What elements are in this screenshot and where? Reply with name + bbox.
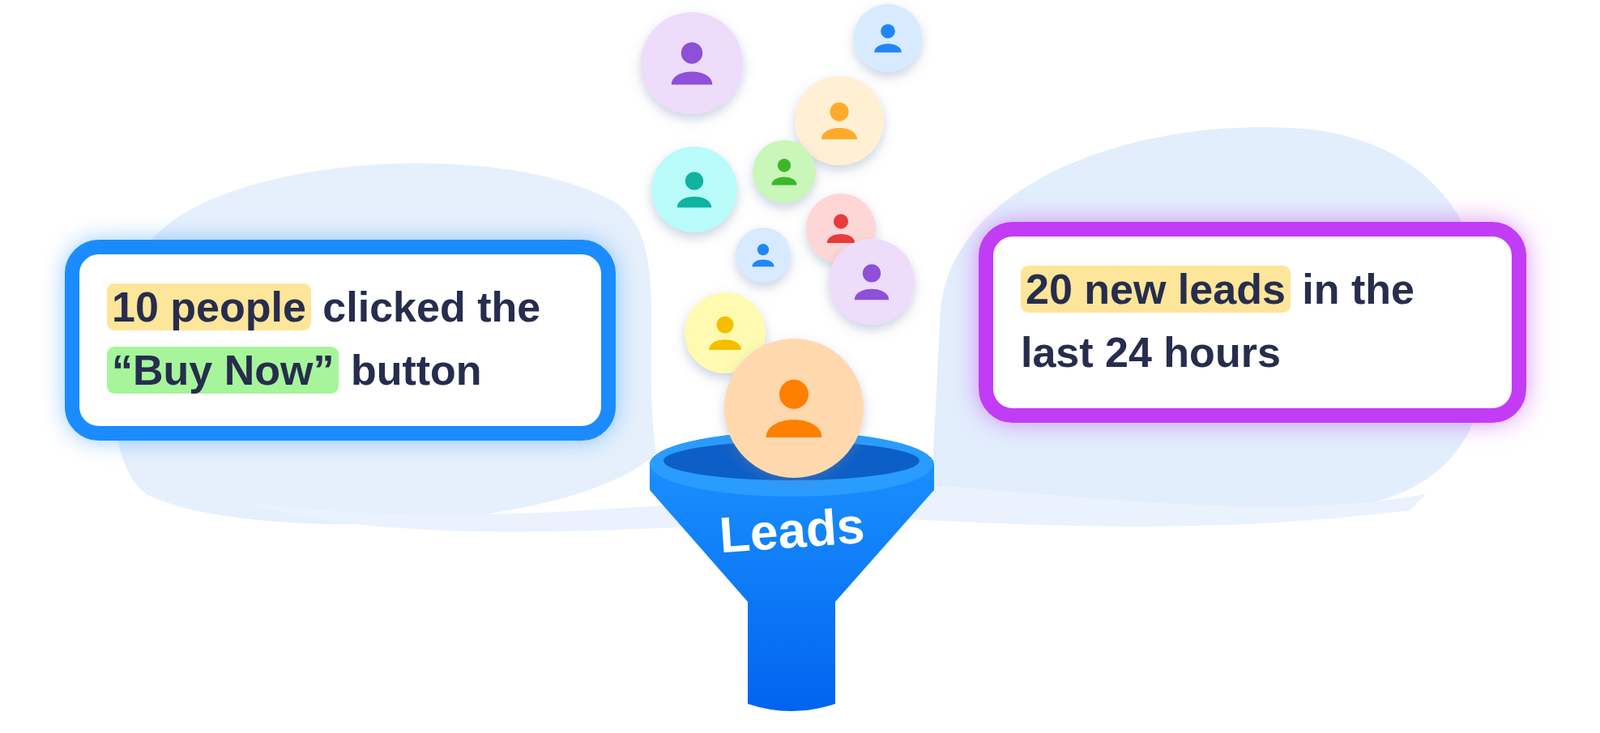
person-head bbox=[880, 24, 896, 39]
person-head bbox=[833, 213, 849, 229]
person-icon bbox=[853, 4, 922, 73]
person-circle bbox=[651, 146, 738, 233]
person-head bbox=[779, 379, 809, 410]
person-body bbox=[671, 71, 713, 85]
person-circle bbox=[853, 4, 922, 73]
person-head bbox=[829, 102, 849, 121]
person-circle bbox=[735, 227, 791, 283]
text-highlight: 20 new leads bbox=[1020, 265, 1291, 313]
person-body bbox=[874, 43, 902, 53]
person-icon bbox=[724, 338, 864, 478]
person-body bbox=[821, 128, 858, 140]
callout-text: 10 people clicked the “Buy Now” button bbox=[106, 275, 574, 402]
funnel-opening bbox=[663, 441, 920, 481]
person-head bbox=[716, 316, 734, 334]
person-head bbox=[685, 171, 704, 190]
person-head bbox=[681, 42, 703, 64]
person-icon bbox=[651, 146, 738, 233]
person-head bbox=[862, 264, 881, 282]
person-icon bbox=[735, 227, 791, 283]
funnel-rim bbox=[649, 431, 934, 497]
person-circle bbox=[640, 12, 743, 115]
person-body bbox=[854, 289, 889, 301]
person-icon bbox=[640, 12, 743, 115]
callout-text: 20 new leads in the last 24 hours bbox=[1020, 257, 1485, 384]
callout-box: 20 new leads in the last 24 hours bbox=[978, 221, 1527, 423]
person-head bbox=[777, 158, 791, 172]
funnel-body bbox=[649, 431, 935, 712]
person-circle bbox=[724, 338, 864, 478]
callout-box: 10 people clicked the “Buy Now” button bbox=[64, 239, 616, 441]
person-body bbox=[708, 339, 742, 350]
person-body bbox=[677, 196, 712, 209]
person-circle bbox=[828, 238, 915, 325]
person-body bbox=[766, 419, 823, 438]
person-circle bbox=[752, 140, 816, 204]
person-body bbox=[771, 176, 797, 185]
person-body bbox=[751, 260, 774, 268]
person-body bbox=[827, 234, 855, 244]
person-icon bbox=[828, 238, 915, 325]
text-highlight: “Buy Now” bbox=[106, 346, 339, 394]
text-highlight: 10 people bbox=[106, 283, 312, 331]
person-head bbox=[757, 243, 769, 256]
person-icon bbox=[752, 140, 816, 204]
